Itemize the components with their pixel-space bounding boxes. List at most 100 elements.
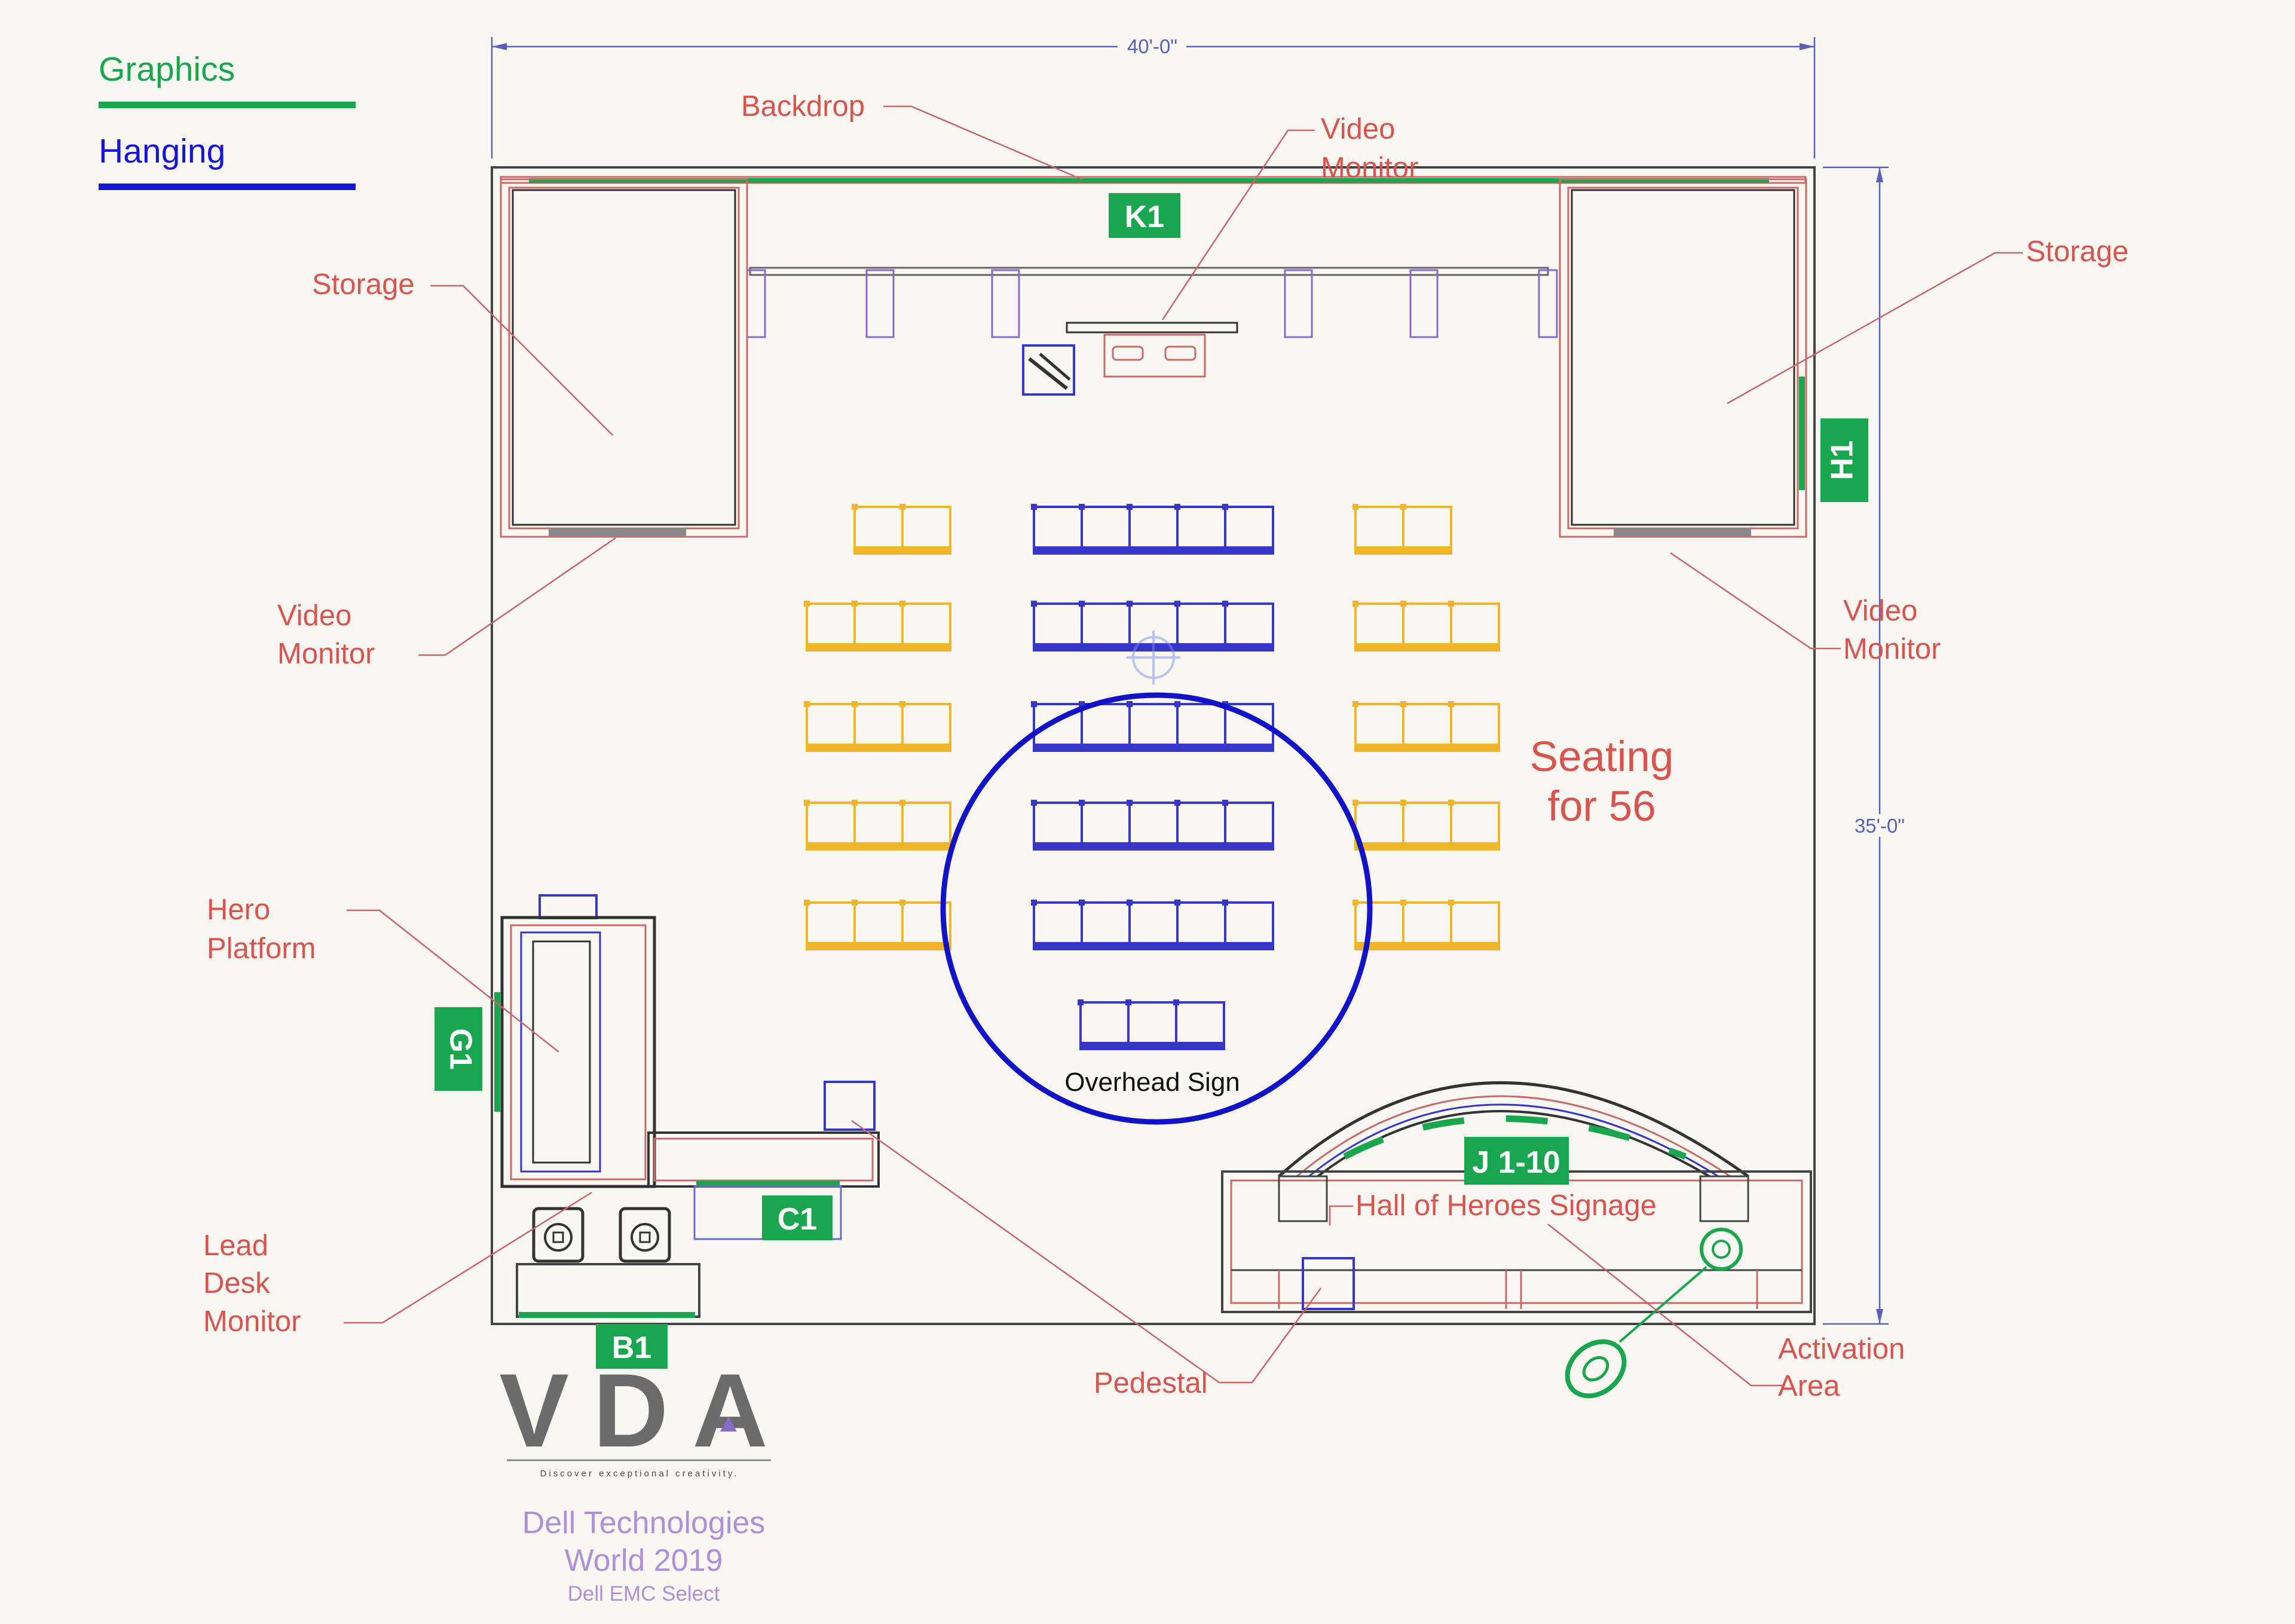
- lead-desk-stool-icon: [619, 1207, 671, 1263]
- graphic-tag-b1: B1: [596, 1324, 668, 1369]
- seat-post: [852, 800, 858, 806]
- event-name-line-1: Dell Technologies: [522, 1506, 766, 1540]
- center-bench: [1031, 900, 1274, 950]
- activation-area-icon: [1565, 1228, 1743, 1399]
- callout-storage-left: Storage: [312, 268, 415, 301]
- event-title: Dell Technologies World 2019 Dell EMC Se…: [522, 1506, 766, 1605]
- bench-base: [1034, 942, 1273, 949]
- callout-lead-desk-monitor: Lead: [203, 1230, 268, 1262]
- seat-post: [1352, 900, 1358, 906]
- bench-base: [1034, 546, 1273, 553]
- legend: Graphics Hanging: [99, 50, 356, 190]
- seat-post: [1078, 999, 1084, 1005]
- seat-post: [899, 504, 905, 510]
- legend-graphics-swatch: [99, 102, 356, 108]
- seat-post: [899, 800, 905, 806]
- seat-post: [1400, 900, 1406, 906]
- seat-post: [1127, 601, 1133, 607]
- seat-post: [1031, 800, 1037, 806]
- seat-post: [899, 601, 905, 607]
- center-bench: [1031, 601, 1274, 652]
- bench-base: [1355, 744, 1499, 751]
- seat-post: [1174, 900, 1180, 906]
- seat-post: [1222, 900, 1228, 906]
- seat-post: [1079, 504, 1085, 510]
- leader-lines: [344, 105, 2023, 1387]
- legend-hanging-label: Hanging: [99, 132, 225, 170]
- seat-post: [1400, 504, 1406, 510]
- callout-hero-platform: Hero: [207, 894, 270, 926]
- seat-post: [1127, 800, 1133, 806]
- center-crosshair-icon: [1127, 631, 1180, 684]
- seat-post: [804, 800, 810, 806]
- callout-storage-right: Storage: [2026, 236, 2129, 268]
- callout-hall-of-heroes: Hall of Heroes Signage: [1355, 1189, 1657, 1222]
- callout-backdrop: Backdrop: [741, 90, 865, 123]
- seat-post: [1174, 504, 1180, 510]
- seat-post: [1448, 900, 1454, 906]
- bench-base: [1355, 942, 1499, 949]
- seat-post: [1222, 504, 1228, 510]
- svg-text:K1: K1: [1125, 200, 1164, 234]
- left-bench: [852, 504, 951, 555]
- seat-post: [804, 900, 810, 906]
- right-bench: [1352, 800, 1500, 851]
- callout-video-monitor-left: Video: [277, 600, 351, 632]
- bench-base: [1355, 546, 1451, 553]
- seat-post: [1127, 900, 1133, 906]
- vda-logo: VDA Discover exceptional creativity.: [499, 1353, 791, 1479]
- top-video-monitor: [1022, 322, 1238, 396]
- left-bench: [804, 800, 951, 851]
- svg-text:for 56: for 56: [1547, 783, 1656, 830]
- bench-base: [1081, 1042, 1224, 1049]
- event-subtitle: Dell EMC Select: [568, 1582, 720, 1605]
- seat-post: [1127, 504, 1133, 510]
- bench-base: [807, 643, 950, 650]
- svg-text:Area: Area: [1778, 1370, 1840, 1402]
- seat-post: [1079, 701, 1085, 707]
- storage-right: [1559, 178, 1807, 538]
- seating-area: [804, 504, 1500, 1050]
- seat-post: [1079, 601, 1085, 607]
- overhead-sign: Overhead Sign: [940, 692, 1373, 1125]
- seat-post: [1031, 701, 1037, 707]
- seat-post: [1173, 999, 1179, 1005]
- graphic-tag-h1: H1: [1820, 418, 1868, 502]
- seat-post: [1400, 601, 1406, 607]
- seat-post: [1448, 800, 1454, 806]
- seat-post: [1352, 800, 1358, 806]
- seat-post: [1079, 900, 1085, 906]
- svg-text:J 1-10: J 1-10: [1472, 1145, 1560, 1180]
- right-bench: [1352, 601, 1500, 652]
- svg-text:Desk: Desk: [203, 1267, 270, 1299]
- seat-post: [1222, 601, 1228, 607]
- svg-text:Monitor: Monitor: [1843, 633, 1941, 665]
- depth-dimension: 35'-0": [1823, 166, 1912, 1325]
- seat-post: [1031, 900, 1037, 906]
- bench-base: [807, 744, 950, 751]
- seat-post: [1174, 701, 1180, 707]
- seat-post: [1031, 601, 1037, 607]
- lead-desk: [516, 1207, 700, 1318]
- svg-text:C1: C1: [778, 1202, 817, 1237]
- graphic-tag-k1: K1: [1109, 193, 1180, 238]
- seat-post: [852, 701, 858, 707]
- lead-desk-stool-icon: [532, 1207, 585, 1263]
- bench-base: [1355, 842, 1499, 849]
- seat-post: [1352, 504, 1358, 510]
- seat-post: [804, 601, 810, 607]
- left-bench: [804, 701, 951, 752]
- svg-text:G1: G1: [443, 1028, 478, 1069]
- booth-perimeter: [491, 166, 1816, 1325]
- width-dimension: 40'-0": [491, 35, 1816, 158]
- vda-tagline: Discover exceptional creativity.: [540, 1469, 739, 1479]
- svg-text:B1: B1: [612, 1331, 651, 1365]
- callout-activation-area: Activation: [1778, 1333, 1905, 1365]
- bench-base: [855, 546, 950, 553]
- vda-logo-text: VDA: [499, 1353, 791, 1469]
- center-bench: [1031, 504, 1274, 555]
- callout-video-monitor-right: Video: [1843, 595, 1917, 627]
- seat-post: [1079, 800, 1085, 806]
- center-bench-short: [1078, 999, 1225, 1050]
- seat-post: [899, 701, 905, 707]
